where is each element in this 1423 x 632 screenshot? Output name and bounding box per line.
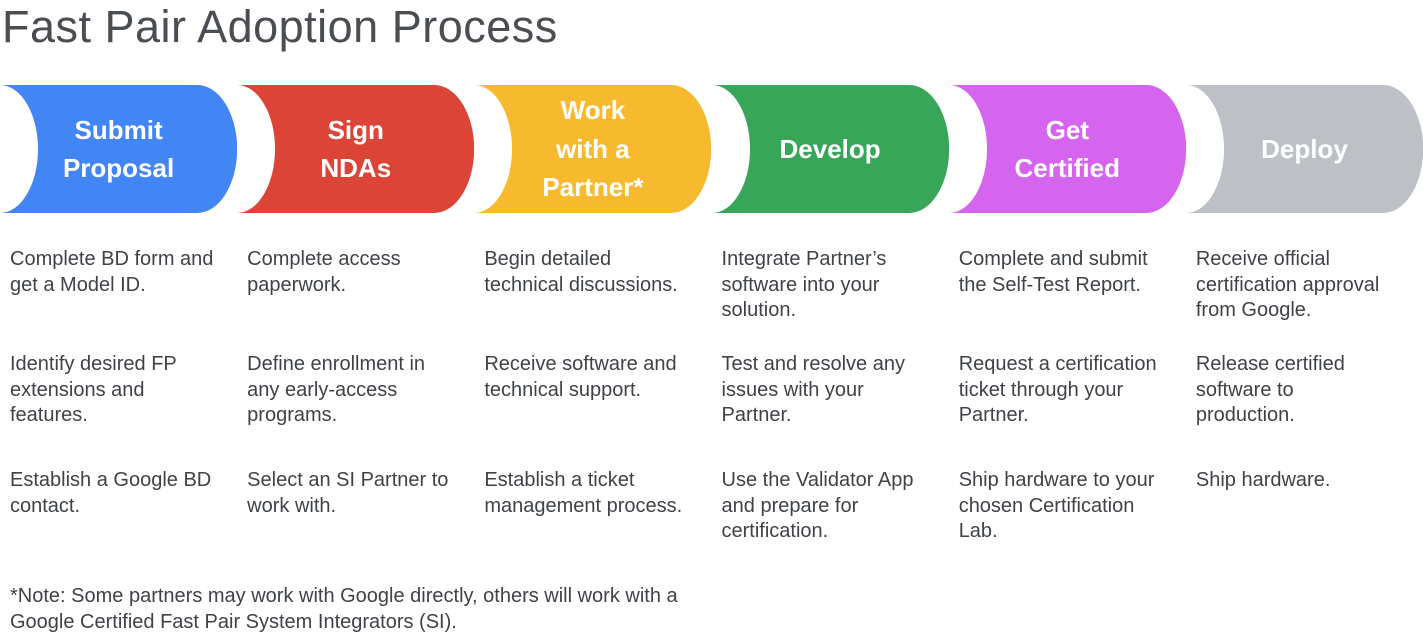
step-text: Receive software and technical support. <box>484 353 677 401</box>
stage-shape <box>1185 85 1423 213</box>
step-text: Ship hardware. <box>1195 469 1331 491</box>
stage-shape <box>711 85 949 213</box>
step-text: Complete and submit the Self-Test Report… <box>958 248 1148 296</box>
stage-pill-shape <box>0 85 238 213</box>
stage-shape <box>474 85 712 213</box>
stage-label: Develop <box>779 133 881 164</box>
stage-pill-shape <box>948 85 1186 213</box>
step-text: Receive official certification approval … <box>1195 248 1380 321</box>
stage-pill-shape <box>711 85 949 213</box>
stage-steps-grid: Complete BD form and get a Model ID. Ide… <box>0 247 1423 545</box>
step-text: Use the Validator App and prepare for ce… <box>721 469 914 542</box>
step-text: Ship hardware to your chosen Certificati… <box>958 469 1155 542</box>
step-text: Release certified software to production… <box>1195 353 1345 426</box>
step-text: Begin detailed technical discussions. <box>484 248 678 296</box>
page-title: Fast Pair Adoption Process <box>2 1 558 52</box>
step-text: Complete BD form and get a Model ID. <box>10 248 214 296</box>
stage-deploy: Deploy <box>1185 85 1423 213</box>
step-text: Complete access paperwork. <box>247 248 401 296</box>
stage-label: Get Certified <box>1014 114 1120 183</box>
step-text: Establish a ticket management process. <box>484 469 683 517</box>
stage-shape <box>0 85 238 213</box>
stage-sign-ndas: Sign NDAs <box>237 85 475 213</box>
stage-shape <box>948 85 1186 213</box>
stage-submit-proposal: Submit Proposal <box>0 85 238 213</box>
step-text: Establish a Google BD contact. <box>10 469 212 517</box>
stage-shape <box>237 85 475 213</box>
steps-column-get-certified: Complete and submit the Self-Test Report… <box>949 247 1186 545</box>
steps-column-submit-proposal: Complete BD form and get a Model ID. Ide… <box>0 247 237 545</box>
step-text: Integrate Partner’s software into your s… <box>721 248 887 321</box>
step-text: Define enrollment in any early-access pr… <box>247 353 426 426</box>
stage-label: Work with a Partner* <box>542 95 644 203</box>
step-text: Test and resolve any issues with your Pa… <box>721 353 905 426</box>
steps-column-work-with-partner: Begin detailed technical discussions. Re… <box>474 247 711 545</box>
steps-column-develop: Integrate Partner’s software into your s… <box>712 247 949 545</box>
stage-develop: Develop <box>711 85 949 213</box>
stage-label: Submit Proposal <box>62 114 175 183</box>
step-text: Select an SI Partner to work with. <box>247 469 449 517</box>
stage-pill-shape <box>474 85 712 213</box>
stage-label: Deploy <box>1261 133 1348 164</box>
stage-work-with-partner: Work with a Partner* <box>474 85 712 213</box>
stage-get-certified: Get Certified <box>948 85 1186 213</box>
step-text: Request a certification ticket through y… <box>958 353 1157 426</box>
footnote: *Note: Some partners may work with Googl… <box>10 585 678 632</box>
stage-pill-shape <box>237 85 475 213</box>
stage-pill-shape <box>1185 85 1423 213</box>
process-band: Submit Proposal Sign NDAs Work with a Pa… <box>0 85 1423 213</box>
steps-column-deploy: Receive official certification approval … <box>1186 247 1423 545</box>
stage-label: Sign NDAs <box>320 114 392 183</box>
step-text: Identify desired FP extensions and featu… <box>10 353 177 426</box>
steps-column-sign-ndas: Complete access paperwork. Define enroll… <box>237 247 474 545</box>
